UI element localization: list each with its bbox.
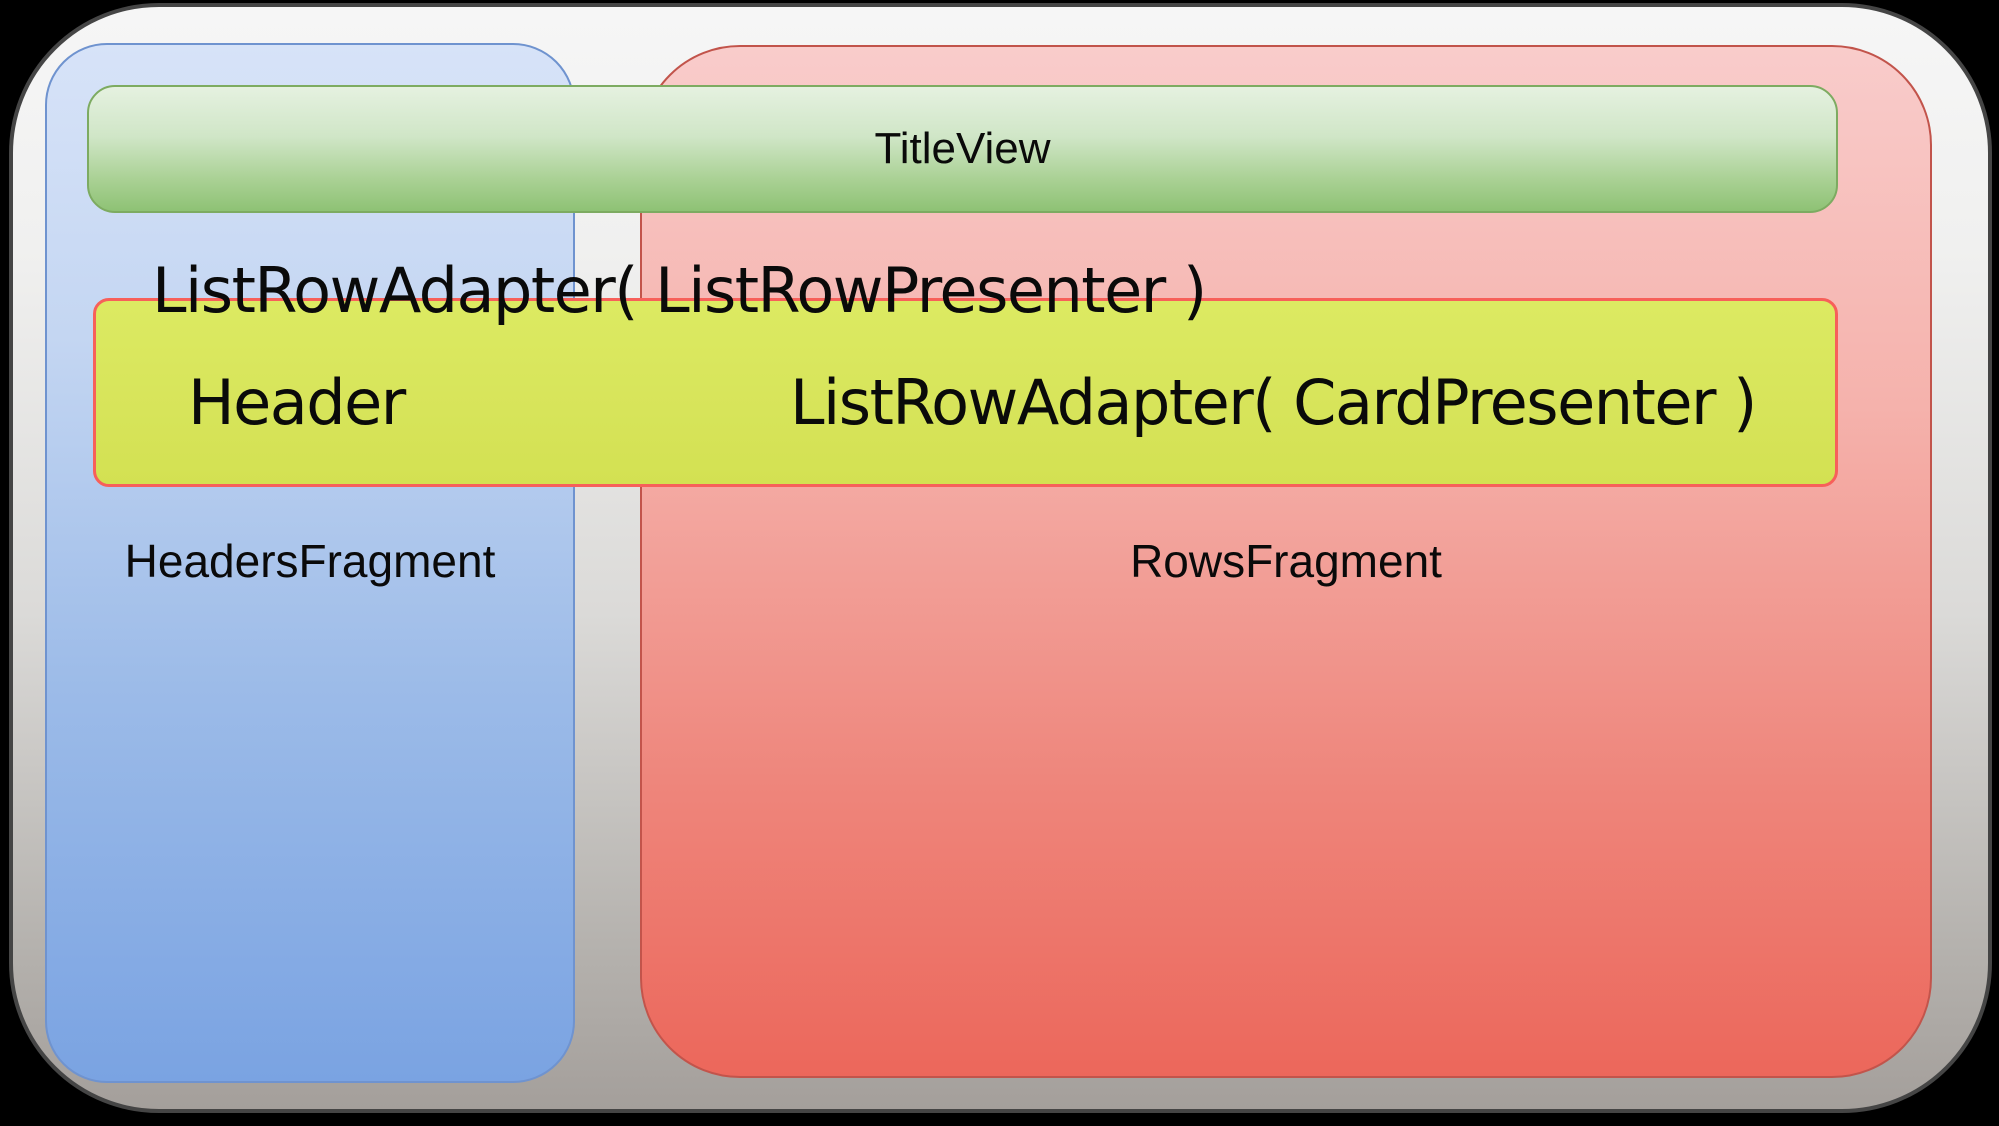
list-row-strip — [93, 298, 1838, 487]
list-row-adapter-presenter-text: ListRowAdapter( ListRowPresenter ) — [152, 254, 1207, 327]
list-row-adapter-card-text: ListRowAdapter( CardPresenter ) — [790, 366, 1757, 439]
title-view-label: TitleView — [874, 124, 1051, 173]
rows-fragment-label: RowsFragment — [1130, 535, 1442, 587]
headers-fragment-pane: HeadersFragment — [45, 43, 575, 1083]
header-cell-label: Header — [188, 366, 406, 439]
title-view-bar: TitleView — [87, 85, 1838, 213]
rows-fragment-pane: RowsFragment — [640, 45, 1932, 1078]
headers-fragment-label: HeadersFragment — [124, 535, 496, 587]
